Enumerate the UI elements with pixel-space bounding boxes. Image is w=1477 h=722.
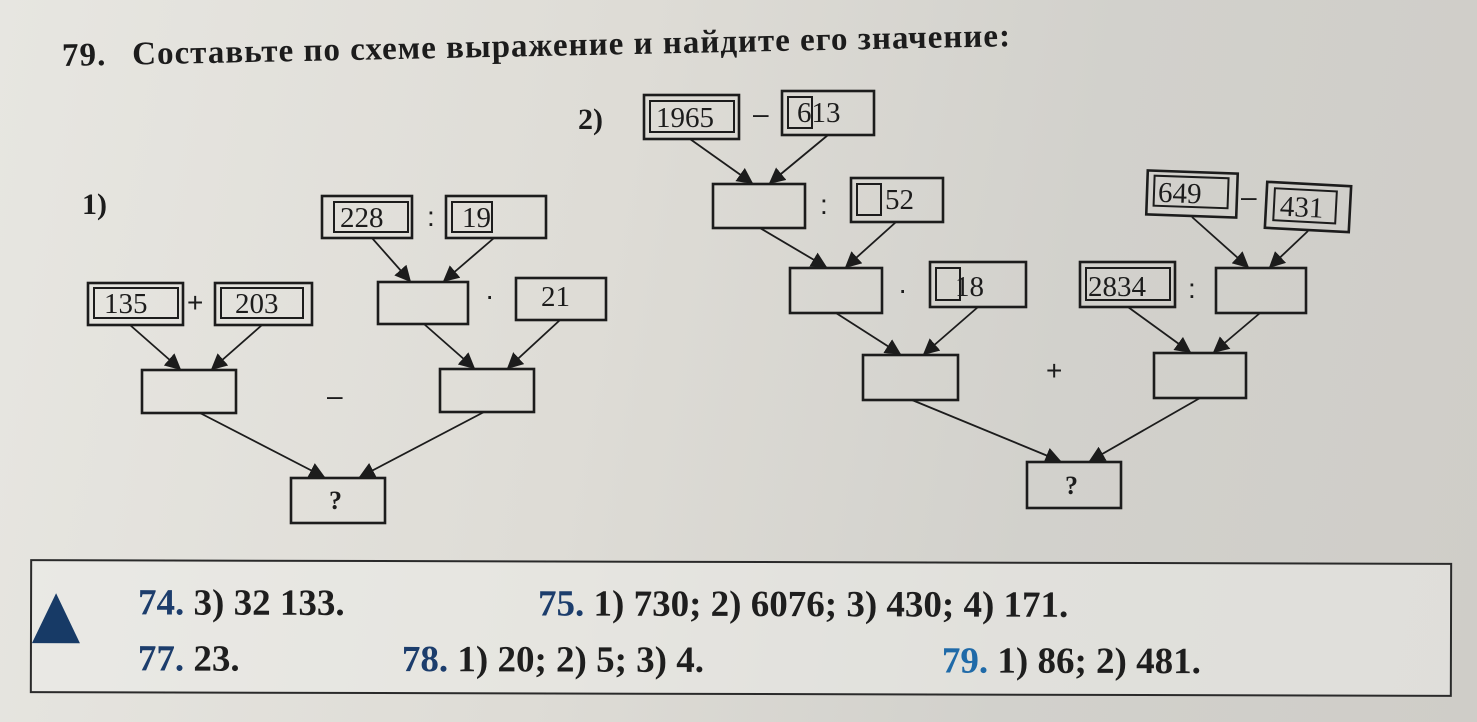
- box-52: [849, 176, 945, 224]
- box-135: [86, 281, 185, 327]
- box-135-inner: [93, 287, 179, 319]
- op-multiply: ·: [898, 274, 907, 305]
- box-19-inner: [451, 201, 493, 233]
- box-quotient-2b: [1152, 351, 1248, 400]
- answers-panel: 74. 3) 32 133. 75. 1) 730; 2) 6076; 3) 4…: [29, 559, 1453, 697]
- scheme-1-label: 1): [82, 188, 107, 221]
- op-divide-2: :: [1188, 273, 1196, 304]
- op-multiply: ·: [485, 280, 494, 311]
- box-52-inner: [856, 183, 882, 216]
- box-quotient-2a: [788, 266, 884, 315]
- arrow: [1268, 230, 1309, 269]
- box-431-inner: [1272, 187, 1338, 225]
- arrow: [689, 138, 754, 184]
- op-divide: :: [427, 201, 435, 232]
- box-product-2: [861, 353, 960, 402]
- box-649-inner: [1152, 174, 1230, 210]
- value-135: 135: [104, 288, 148, 320]
- arrow: [1088, 397, 1201, 462]
- box-649: [1144, 169, 1240, 219]
- arrow: [835, 312, 902, 355]
- value-649: 649: [1157, 177, 1202, 210]
- arrow: [423, 323, 476, 370]
- scheme-2: 2) 1965 – 613 :: [578, 89, 1353, 510]
- arrow: [506, 319, 561, 370]
- arrow: [844, 221, 897, 269]
- result-2: ?: [1065, 471, 1078, 500]
- box-228-inner: [333, 201, 409, 233]
- arrow: [358, 411, 485, 478]
- box-difference-2b: [1214, 266, 1308, 315]
- value-613: 613: [797, 97, 841, 129]
- box-431: [1263, 180, 1353, 234]
- op-minus-1: –: [753, 98, 769, 129]
- box-613-inner: [787, 96, 813, 129]
- op-minus: –: [327, 380, 343, 411]
- op-plus: +: [1046, 355, 1062, 386]
- value-431: 431: [1279, 191, 1324, 225]
- box-21: [514, 276, 608, 322]
- box-difference-2a: [711, 182, 807, 230]
- arrow: [199, 412, 326, 478]
- arrow: [129, 324, 182, 371]
- box-18-inner: [935, 267, 961, 301]
- box-sum-1: [140, 368, 238, 415]
- op-plus: +: [187, 287, 203, 318]
- answer-75: 75. 1) 730; 2) 6076; 3) 430; 4) 171.: [538, 583, 1069, 626]
- arrow: [371, 237, 412, 283]
- box-quotient-1: [376, 280, 470, 326]
- op-minus-2: –: [1241, 181, 1257, 212]
- arrow: [1212, 312, 1261, 354]
- expression-schemes: 1) 228 : 19 135: [82, 89, 1353, 525]
- box-result-2: [1025, 460, 1123, 510]
- box-203: [213, 281, 314, 327]
- answers-marker-icon: [31, 593, 81, 644]
- arrow: [442, 237, 495, 283]
- answer-78: 78. 1) 20; 2) 5; 3) 4.: [401, 639, 705, 681]
- value-2834: 2834: [1088, 271, 1147, 303]
- box-2834: [1078, 260, 1177, 309]
- box-result-1: [289, 476, 387, 525]
- box-19: [444, 194, 548, 240]
- answer-74: 74. 3) 32 133.: [138, 582, 345, 624]
- answer-79: 79. 1) 86; 2) 481.: [941, 640, 1201, 683]
- value-19: 19: [462, 202, 491, 234]
- box-228: [320, 194, 414, 240]
- arrow: [768, 134, 829, 185]
- arrow: [759, 227, 828, 268]
- value-228: 228: [340, 202, 384, 234]
- box-1965-inner: [649, 100, 735, 133]
- scheme-1: 1) 228 : 19 135: [82, 188, 608, 525]
- result-1: ?: [329, 486, 342, 515]
- value-1965: 1965: [656, 102, 714, 134]
- arrow: [1191, 216, 1250, 269]
- value-52: 52: [885, 184, 914, 216]
- box-203-inner: [220, 287, 304, 319]
- value-21: 21: [541, 281, 570, 313]
- arrow: [911, 399, 1062, 463]
- arrow: [922, 306, 979, 356]
- arrow: [1127, 306, 1192, 353]
- value-203: 203: [235, 288, 279, 320]
- arrow: [210, 324, 263, 371]
- box-2834-inner: [1085, 267, 1171, 301]
- box-product-1: [438, 367, 536, 414]
- op-divide-1: :: [820, 189, 828, 220]
- value-18: 18: [955, 271, 984, 303]
- answer-77: 77. 23.: [137, 638, 240, 680]
- scheme-2-label: 2): [578, 103, 603, 136]
